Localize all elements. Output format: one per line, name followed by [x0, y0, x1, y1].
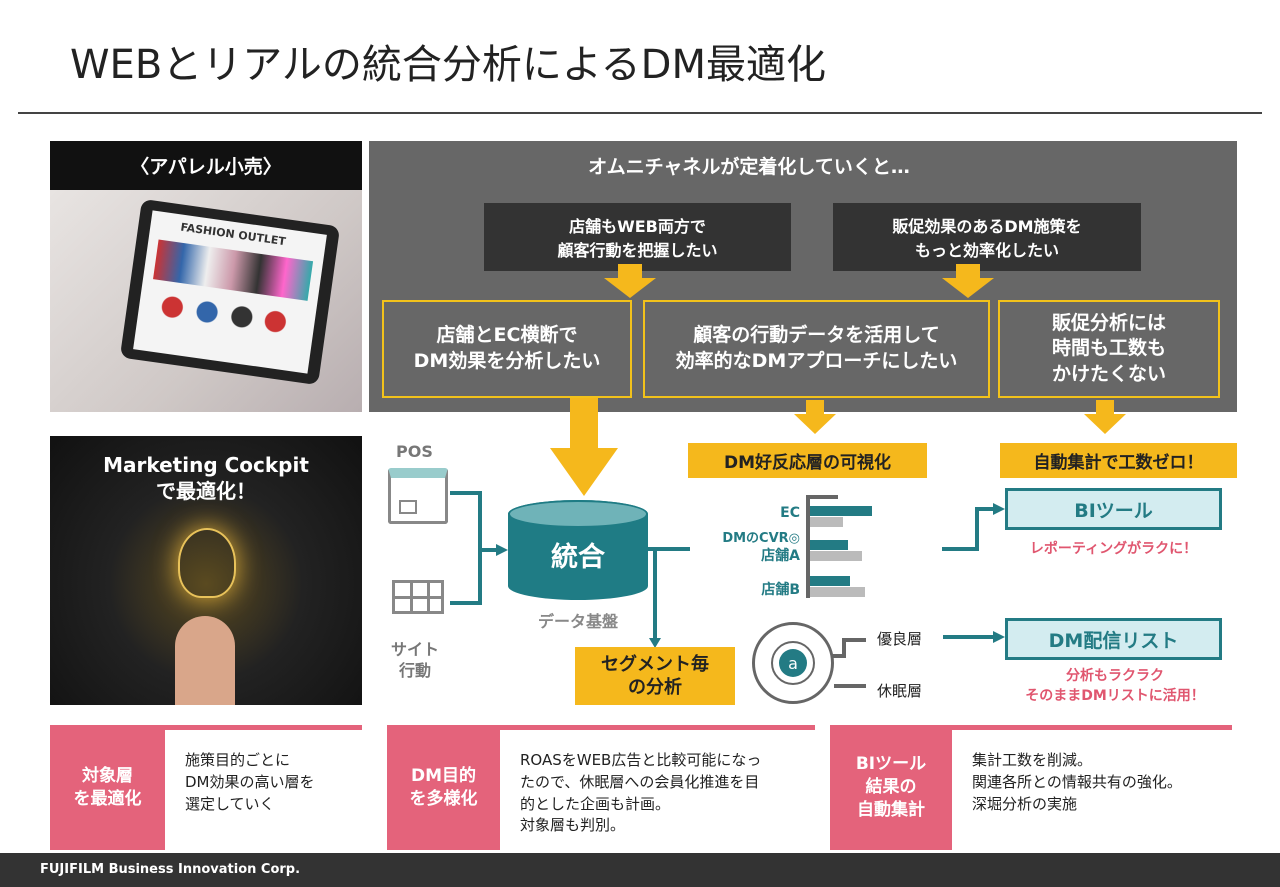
- cart-icon: [392, 580, 444, 614]
- footer-company: FUJIFILM Business Innovation Corp.: [40, 862, 301, 877]
- apparel-header: 〈アパレル小売〉: [50, 141, 362, 190]
- tier-dormant: 休眠層: [877, 682, 923, 700]
- segment-donut: a: [752, 622, 834, 704]
- hand-icon: [175, 616, 235, 705]
- omni-header: オムニチャネルが定着化していくと…: [588, 155, 910, 178]
- result-text: 施策目的ごとに DM効果の高い層を 選定していく: [185, 751, 315, 813]
- bar-teal: [810, 576, 850, 586]
- bar-label-store-a: 店舗A: [761, 548, 800, 564]
- auto-aggregation-label: 自動集計で工数ゼロ！: [1000, 443, 1237, 478]
- database-label: 統合: [551, 541, 605, 573]
- want-box: 顧客の行動データを活用して 効率的なDMアプローチにしたい: [643, 300, 990, 398]
- bar-teal: [810, 506, 872, 516]
- segment-badge: a: [779, 649, 807, 677]
- tier-premium: 優良層: [877, 630, 923, 648]
- page-title: WEBとリアルの統合分析によるDM最適化: [70, 42, 826, 88]
- lightbulb-icon: [178, 528, 236, 598]
- bi-note: レポーティングがラクに！: [1029, 541, 1198, 557]
- need-box: 販促効果のあるDM施策を もっと効率化したい: [833, 203, 1141, 271]
- dm-list-box: DM配信リスト: [1005, 618, 1222, 660]
- pos-label: POS: [396, 442, 433, 461]
- segment-label: セグメント毎 の分析: [575, 647, 735, 705]
- need-box: 店舗もWEB両方で 顧客行動を把握したい: [484, 203, 791, 271]
- cockpit-title: Marketing Cockpit で最適化！: [103, 453, 309, 503]
- bi-tool-box: BIツール: [1005, 488, 1222, 530]
- result-label: DM目的 を多様化: [387, 725, 500, 850]
- tablet-photo: FASHION OUTLET: [50, 190, 362, 412]
- bar-gray: [810, 517, 843, 527]
- cockpit-panel: Marketing Cockpit で最適化！: [50, 436, 362, 705]
- bar-gray: [810, 587, 865, 597]
- result-label: BIツール 結果の 自動集計: [830, 725, 952, 850]
- visualization-label: DM好反応層の可視化: [688, 443, 927, 478]
- want-box: 販促分析には 時間も工数も かけたくない: [998, 300, 1220, 398]
- result-text: ROASをWEB広告と比較可能になっ たので、休眠層への会員化推進を目 的とした…: [520, 751, 762, 835]
- database-caption: データ基盤: [537, 612, 618, 631]
- store-icon: [388, 468, 448, 524]
- result-label: 対象層 を最適化: [50, 725, 165, 850]
- dm-note: 分析もラクラク そのままDMリストに活用！: [1025, 668, 1205, 704]
- bar-label-ec: EC: [780, 505, 800, 521]
- footer-bar: FUJIFILM Business Innovation Corp.: [0, 853, 1280, 887]
- omnichannel-panel: [369, 141, 1237, 412]
- site-label: サイト 行動: [390, 640, 439, 680]
- bar-label-store-b: 店舗B: [761, 582, 800, 598]
- bar-teal: [810, 540, 848, 550]
- result-text: 集計工数を削減。 関連各所との情報共有の強化。 深堀分析の実施: [972, 751, 1182, 813]
- divider: [18, 112, 1262, 114]
- bar-label-cvr: DMのCVR◎: [722, 531, 800, 546]
- bar-gray: [810, 551, 862, 561]
- want-box: 店舗とEC横断で DM効果を分析したい: [382, 300, 632, 398]
